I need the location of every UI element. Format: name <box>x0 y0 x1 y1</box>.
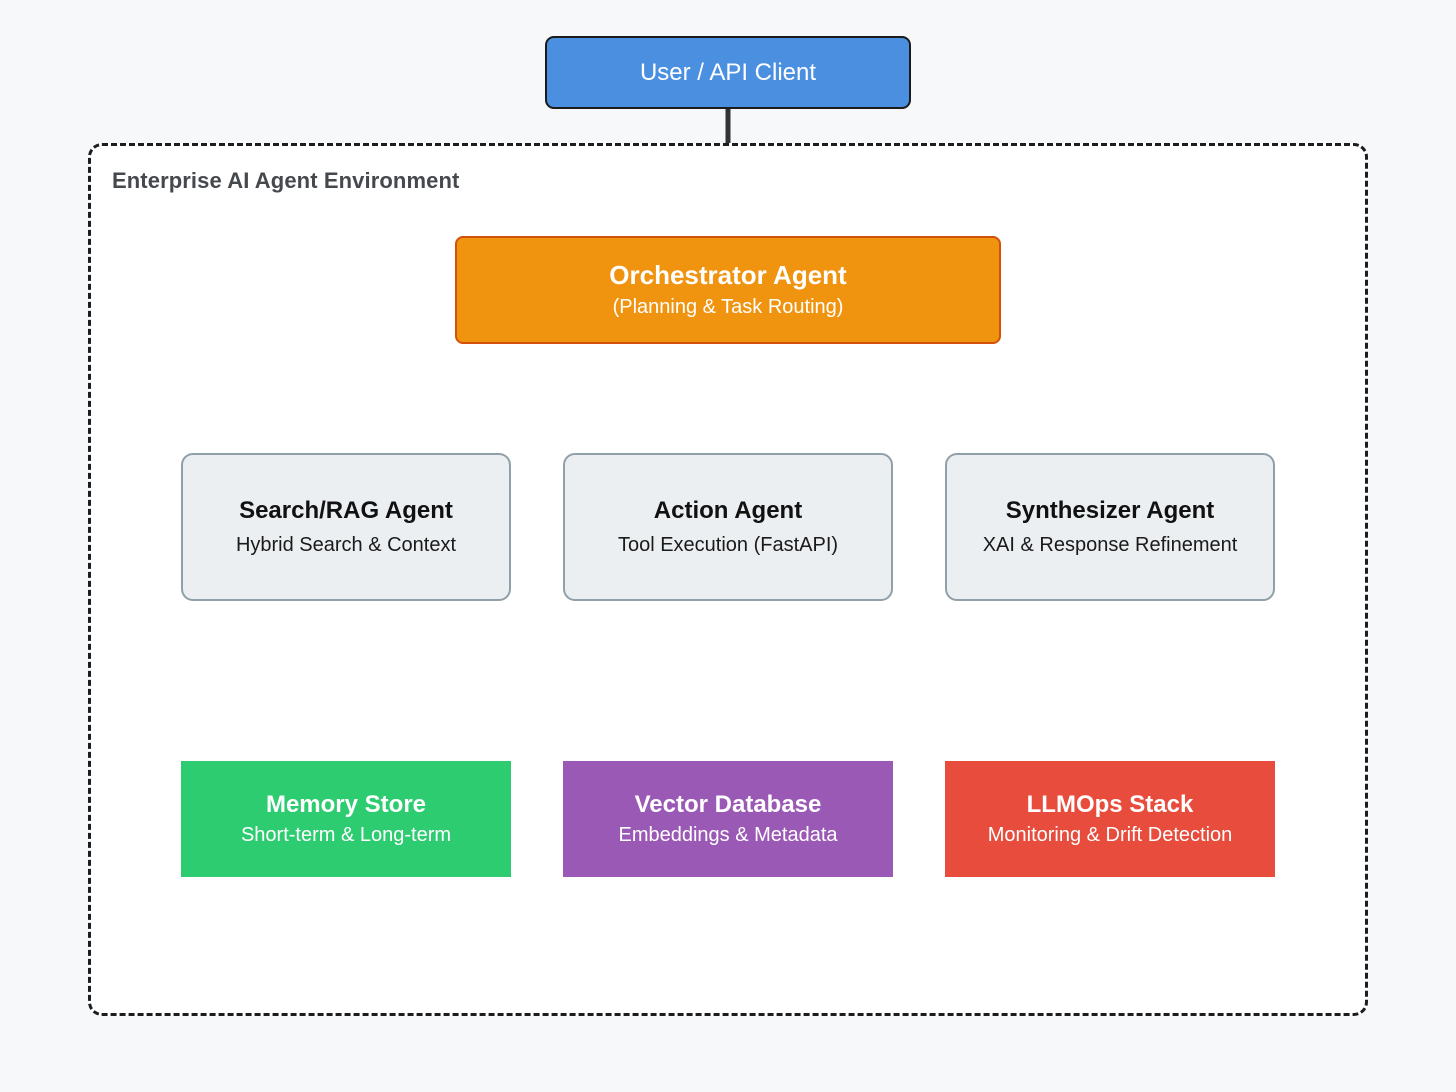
node-subtitle: (Planning & Task Routing) <box>612 295 844 318</box>
environment-label: Enterprise AI Agent Environment <box>112 168 460 193</box>
node-subtitle: Tool Execution (FastAPI) <box>617 533 839 556</box>
node-search-rag-agent[interactable]: Search/RAG Agent Hybrid Search & Context <box>181 453 511 601</box>
node-subtitle: Short-term & Long-term <box>240 824 452 847</box>
node-title: Action Agent <box>653 497 803 525</box>
node-subtitle: XAI & Response Refinement <box>982 533 1238 556</box>
node-title: Search/RAG Agent <box>239 497 453 525</box>
node-title: LLMOps Stack <box>1026 790 1194 818</box>
node-title: Vector Database <box>634 790 822 818</box>
node-subtitle: Monitoring & Drift Detection <box>987 824 1233 847</box>
node-action-agent[interactable]: Action Agent Tool Execution (FastAPI) <box>563 453 893 601</box>
node-subtitle: Embeddings & Metadata <box>618 824 838 847</box>
node-title: Memory Store <box>265 790 427 818</box>
node-title: Synthesizer Agent <box>1005 497 1215 525</box>
node-memory-store[interactable]: Memory Store Short-term & Long-term <box>181 761 511 877</box>
node-vector-database[interactable]: Vector Database Embeddings & Metadata <box>563 761 893 877</box>
node-title: Orchestrator Agent <box>609 260 847 291</box>
node-user-api-client[interactable]: User / API Client <box>545 36 911 109</box>
node-orchestrator-agent[interactable]: Orchestrator Agent (Planning & Task Rout… <box>455 236 1001 344</box>
node-subtitle: Hybrid Search & Context <box>235 533 457 556</box>
node-llmops-stack[interactable]: LLMOps Stack Monitoring & Drift Detectio… <box>945 761 1275 877</box>
node-synthesizer-agent[interactable]: Synthesizer Agent XAI & Response Refinem… <box>945 453 1275 601</box>
node-title: User / API Client <box>639 58 817 86</box>
